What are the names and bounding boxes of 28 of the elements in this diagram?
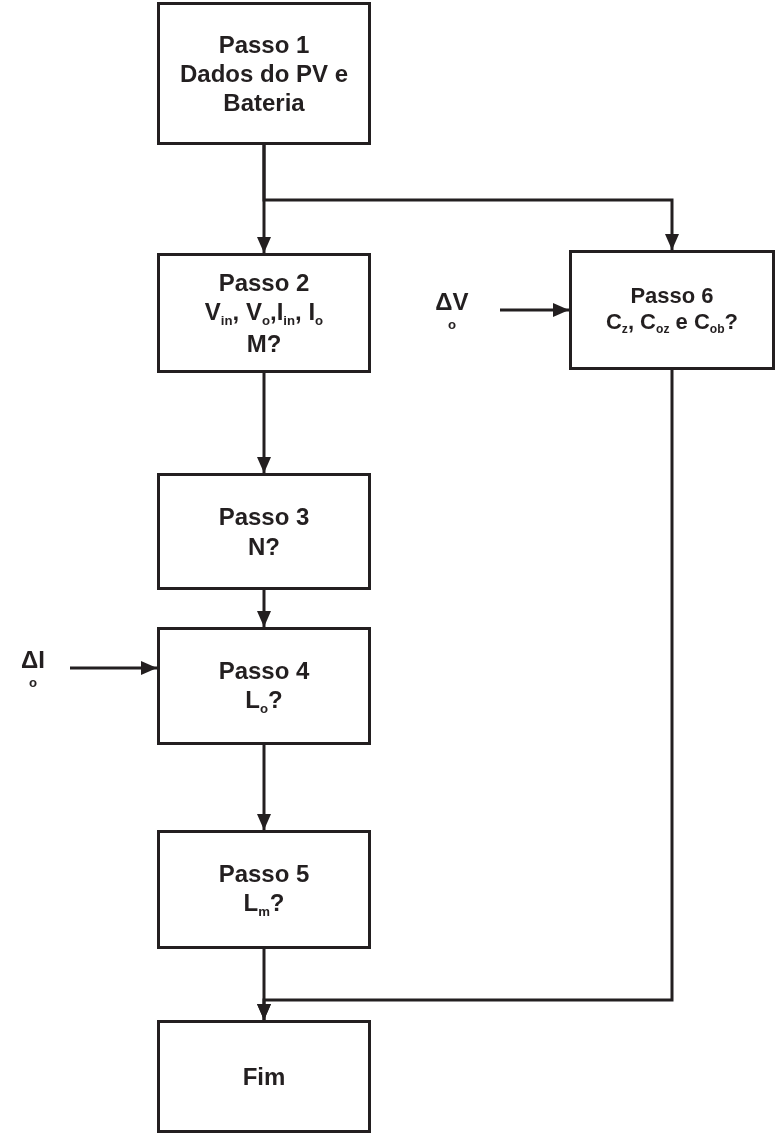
arrow: [257, 745, 271, 830]
arrow: [257, 373, 271, 473]
step-text: L$_{m}$?: [242, 888, 286, 920]
step-text: L$_{o}$?: [244, 684, 284, 717]
process-box: [157, 473, 371, 590]
arrow: [257, 590, 271, 627]
step-text: C$_{z}$, C$_{oz}$ e C$_{ob}$?: [604, 309, 740, 338]
step-title: Passo 5: [217, 859, 311, 889]
step-text: M?: [245, 328, 283, 359]
process-box: [157, 253, 371, 373]
step-title: Passo 1: [217, 29, 311, 59]
step-title: Passo 2: [217, 267, 311, 298]
step-title: Fim: [241, 1061, 287, 1092]
arrow: [257, 370, 674, 1020]
process-box: [157, 2, 371, 145]
process-box: [157, 627, 371, 745]
step-title: Passo 6: [629, 282, 715, 310]
arrow: [70, 661, 157, 675]
step-title: Passo 3: [217, 502, 311, 532]
step-title: Passo 4: [217, 655, 311, 685]
step-text: N?: [247, 531, 281, 561]
step-text: Dados do PV e Bateria: [178, 58, 349, 118]
arrow: [262, 145, 679, 250]
step-text: V$_{in}$, V$_{o}$,I$_{in}$, I$_{o}$: [203, 297, 325, 329]
process-box: [157, 830, 371, 949]
process-box: [569, 250, 775, 370]
process-box: [157, 1020, 371, 1133]
arrow: [500, 303, 569, 317]
